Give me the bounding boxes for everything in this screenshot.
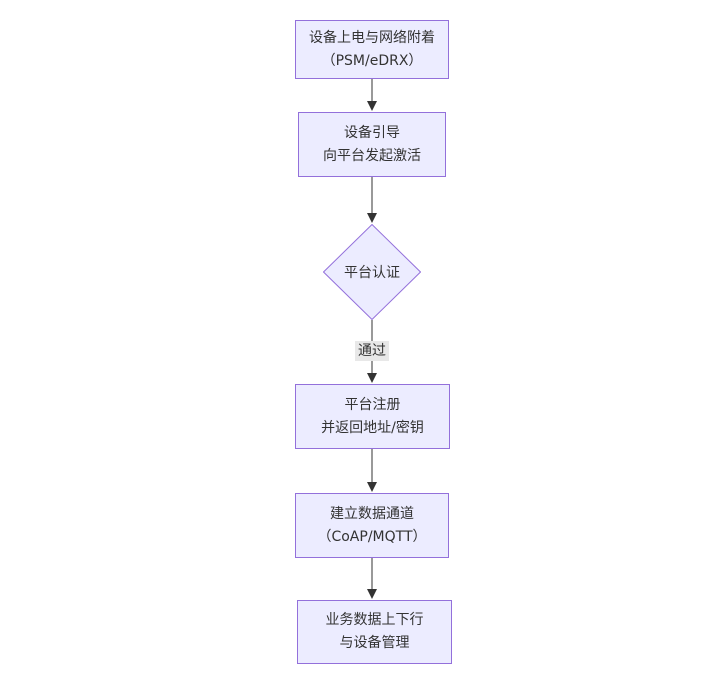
node-device-bootstrap: 设备引导 向平台发起激活 xyxy=(298,112,446,177)
edge-label-pass: 通过 xyxy=(355,341,389,361)
node-text-line: 设备上电与网络附着 xyxy=(309,29,435,46)
node-device-power-attach: 设备上电与网络附着 （PSM/eDRX） xyxy=(295,20,449,79)
node-text-line: 与设备管理 xyxy=(339,635,410,651)
node-platform-register: 平台注册 并返回地址/密钥 xyxy=(295,384,450,449)
node-business-data: 业务数据上下行 与设备管理 xyxy=(297,600,452,664)
node-text-line: 并返回地址/密钥 xyxy=(321,419,424,436)
node-text-line: （CoAP/MQTT） xyxy=(317,528,427,545)
node-platform-auth-decision: 平台认证 xyxy=(323,224,421,320)
node-text-line: 业务数据上下行 xyxy=(325,612,424,628)
node-text-line: 平台认证 xyxy=(344,265,400,281)
node-text-line: 平台注册 xyxy=(344,396,401,413)
node-data-channel: 建立数据通道 （CoAP/MQTT） xyxy=(295,493,449,558)
node-text-line: （PSM/eDRX） xyxy=(321,52,423,69)
node-text-line: 建立数据通道 xyxy=(330,505,414,522)
node-text-line: 向平台发起激活 xyxy=(323,147,421,164)
diamond-shape xyxy=(323,224,421,320)
node-text-line: 设备引导 xyxy=(344,124,400,141)
